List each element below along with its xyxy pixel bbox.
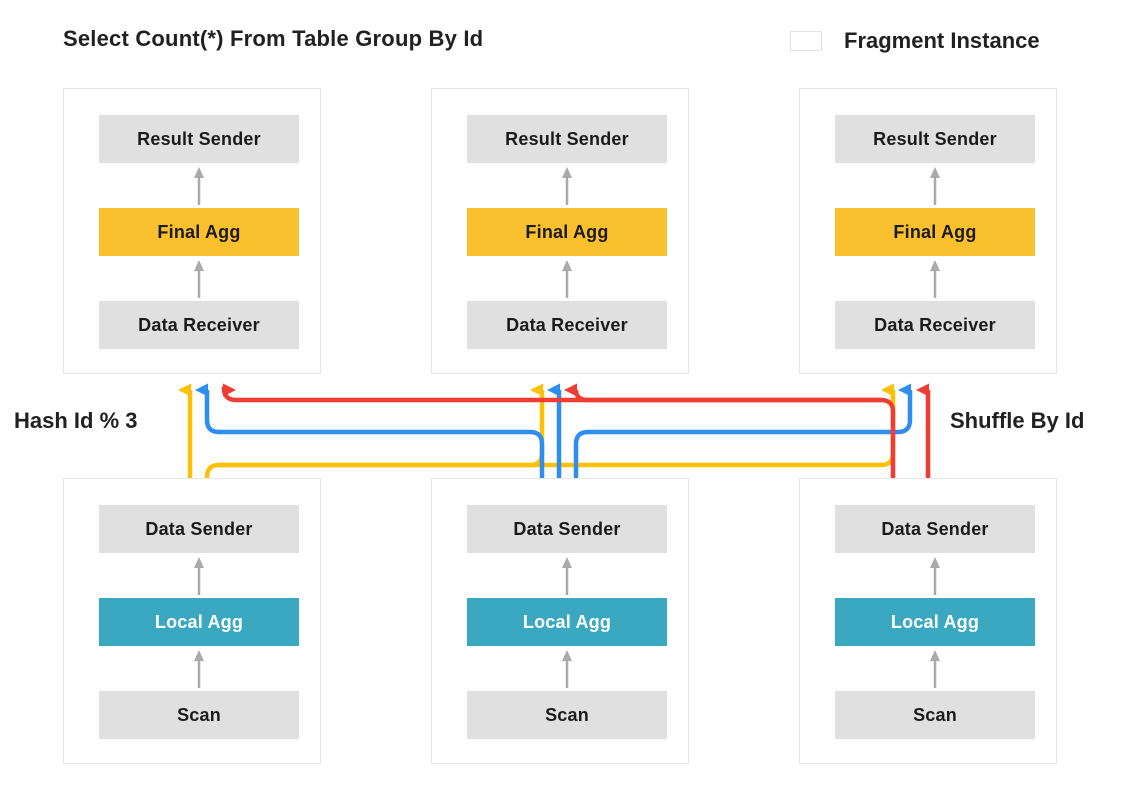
upper-fragment-2[interactable]: Result Sender Final Agg Data Receiver bbox=[431, 88, 689, 374]
lower-fragment-3[interactable]: Data Sender Local Agg Scan bbox=[799, 478, 1057, 764]
arrow-final-agg-to-result-sender bbox=[561, 167, 573, 205]
operator-scan[interactable]: Scan bbox=[835, 691, 1035, 739]
operator-final-agg[interactable]: Final Agg bbox=[99, 208, 299, 256]
arrow-local-agg-to-data-sender bbox=[193, 557, 205, 595]
operator-result-sender[interactable]: Result Sender bbox=[835, 115, 1035, 163]
arrow-final-agg-to-result-sender bbox=[193, 167, 205, 205]
arrow-data-receiver-to-final-agg bbox=[193, 260, 205, 298]
page-title: Select Count(*) From Table Group By Id bbox=[63, 26, 484, 51]
operator-final-agg[interactable]: Final Agg bbox=[467, 208, 667, 256]
arrow-local-agg-to-data-sender bbox=[561, 557, 573, 595]
operator-data-receiver[interactable]: Data Receiver bbox=[99, 301, 299, 349]
operator-result-sender[interactable]: Result Sender bbox=[467, 115, 667, 163]
operator-scan[interactable]: Scan bbox=[467, 691, 667, 739]
operator-local-agg[interactable]: Local Agg bbox=[99, 598, 299, 646]
operator-data-receiver[interactable]: Data Receiver bbox=[467, 301, 667, 349]
legend-label: Fragment Instance bbox=[844, 28, 1040, 53]
upper-fragment-1[interactable]: Result Sender Final Agg Data Receiver bbox=[63, 88, 321, 374]
operator-local-agg[interactable]: Local Agg bbox=[835, 598, 1035, 646]
operator-result-sender[interactable]: Result Sender bbox=[99, 115, 299, 163]
arrow-final-agg-to-result-sender bbox=[929, 167, 941, 205]
edge-sender2-to-receiver1 bbox=[195, 383, 545, 478]
operator-final-agg[interactable]: Final Agg bbox=[835, 208, 1035, 256]
fragment-instance-swatch-icon bbox=[790, 31, 822, 51]
arrow-data-receiver-to-final-agg bbox=[929, 260, 941, 298]
operator-local-agg[interactable]: Local Agg bbox=[467, 598, 667, 646]
arrow-scan-to-local-agg bbox=[929, 650, 941, 688]
arrow-local-agg-to-data-sender bbox=[929, 557, 941, 595]
edge-sender1-to-receiver3 bbox=[219, 383, 896, 468]
edge-sender3-to-receiver1 bbox=[221, 383, 896, 478]
hash-partition-label: Hash Id % 3 bbox=[14, 408, 138, 433]
operator-data-sender[interactable]: Data Sender bbox=[467, 505, 667, 553]
edge-sender2-to-receiver3 bbox=[573, 383, 913, 478]
arrow-scan-to-local-agg bbox=[193, 650, 205, 688]
lower-fragment-1[interactable]: Data Sender Local Agg Scan bbox=[63, 478, 321, 764]
shuffle-label: Shuffle By Id bbox=[950, 408, 1085, 433]
upper-fragment-3[interactable]: Result Sender Final Agg Data Receiver bbox=[799, 88, 1057, 374]
legend: Fragment Instance bbox=[790, 28, 1040, 54]
edge-sender3-to-receiver2 bbox=[564, 383, 881, 403]
operator-data-receiver[interactable]: Data Receiver bbox=[835, 301, 1035, 349]
edge-sender1-to-receiver2 bbox=[204, 383, 545, 480]
operator-scan[interactable]: Scan bbox=[99, 691, 299, 739]
operator-data-sender[interactable]: Data Sender bbox=[835, 505, 1035, 553]
arrow-data-receiver-to-final-agg bbox=[561, 260, 573, 298]
arrow-scan-to-local-agg bbox=[561, 650, 573, 688]
operator-data-sender[interactable]: Data Sender bbox=[99, 505, 299, 553]
lower-fragment-2[interactable]: Data Sender Local Agg Scan bbox=[431, 478, 689, 764]
